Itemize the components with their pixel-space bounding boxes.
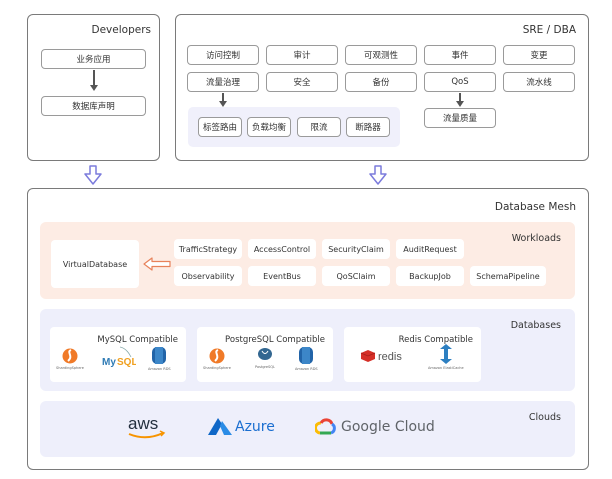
mysql-compatible-title: MySQL Compatible xyxy=(97,335,178,345)
traffic-arrow-line xyxy=(222,93,224,103)
azure-label: Azure xyxy=(235,419,275,435)
svg-text:My: My xyxy=(102,357,116,368)
sre-item-audit: 审计 xyxy=(266,45,338,65)
svg-text:redis: redis xyxy=(378,351,402,363)
traffic-sub-area: 标签路由 负载均衡 限流 断路器 xyxy=(188,107,400,147)
databases-layer: Databases MySQL Compatible ShardingSpher… xyxy=(40,309,575,391)
workload-schema-pipeline: SchemaPipeline xyxy=(470,266,546,286)
virtual-database-box: VirtualDatabase xyxy=(51,240,139,288)
shardingsphere-logo: ShardingSphere xyxy=(56,348,84,370)
sre-item-pipeline: 流水线 xyxy=(503,72,575,92)
databases-title: Databases xyxy=(510,320,561,331)
svg-text:SQL: SQL xyxy=(117,357,136,368)
sre-item-backup: 备份 xyxy=(345,72,417,92)
amazon-rds-logo: Amazon RDS xyxy=(295,346,318,371)
sre-item-security: 安全 xyxy=(266,72,338,92)
redis-compatible-card: Redis Compatible redis Amazon ElastiCach… xyxy=(344,327,481,382)
shardingsphere-icon xyxy=(209,348,225,364)
sre-item-qos: QoS xyxy=(424,72,496,92)
shardingsphere-caption: ShardingSphere xyxy=(56,366,84,370)
business-app-box: 业务应用 xyxy=(41,49,146,69)
shardingsphere-logo: ShardingSphere xyxy=(203,348,231,370)
developers-to-mesh-arrow xyxy=(84,165,102,185)
sre-item-traffic-governance: 流量治理 xyxy=(187,72,259,92)
redis-compatible-title: Redis Compatible xyxy=(398,335,473,345)
postgresql-compatible-card: PostgreSQL Compatible ShardingSphere Pos… xyxy=(197,327,333,382)
sre-item-event: 事件 xyxy=(424,45,496,65)
redis-wordmark: redis xyxy=(378,351,402,363)
dev-arrow-line xyxy=(93,70,95,86)
clouds-layer: Clouds aws Azure Google Cloud xyxy=(40,401,575,457)
tag-routing-box: 标签路由 xyxy=(198,117,242,137)
rate-limiting-box: 限流 xyxy=(297,117,341,137)
sre-dba-panel: SRE / DBA 访问控制 审计 可观测性 事件 变更 流量治理 安全 备份 … xyxy=(175,14,589,161)
mysql-compatible-card: MySQL Compatible ShardingSphere My SQL A… xyxy=(50,327,186,382)
google-cloud-logo: Google Cloud xyxy=(315,418,435,436)
traffic-arrow-head xyxy=(219,101,227,107)
workloads-to-virtualdb-arrow xyxy=(143,257,171,271)
dev-arrow-head xyxy=(90,85,98,91)
load-balancing-box: 负载均衡 xyxy=(247,117,291,137)
workload-backup-job: BackupJob xyxy=(396,266,464,286)
amazon-rds-caption: Amazon RDS xyxy=(148,367,171,371)
database-declaration-box: 数据库声明 xyxy=(41,96,146,116)
workload-security-claim: SecurityClaim xyxy=(322,239,390,259)
shardingsphere-caption: ShardingSphere xyxy=(203,366,231,370)
qos-arrow-line xyxy=(459,93,461,103)
azure-logo: Azure xyxy=(208,418,275,436)
circuit-breaker-box: 断路器 xyxy=(346,117,390,137)
sre-item-observability: 可观测性 xyxy=(345,45,417,65)
amazon-elasticache-icon xyxy=(439,344,452,364)
amazon-rds-logo: Amazon RDS xyxy=(148,346,171,371)
database-mesh-title: Database Mesh xyxy=(494,201,576,213)
sre-item-access-control: 访问控制 xyxy=(187,45,259,65)
sre-dba-title: SRE / DBA xyxy=(522,24,576,36)
redis-icon xyxy=(360,350,376,362)
traffic-quality-box: 流量质量 xyxy=(424,108,496,128)
mysql-logo: My SQL xyxy=(102,345,136,369)
workload-qos-claim: QoSClaim xyxy=(322,266,390,286)
google-cloud-label: Google Cloud xyxy=(341,419,435,435)
workloads-layer: Workloads VirtualDatabase TrafficStrateg… xyxy=(40,222,575,299)
workload-access-control: AccessControl xyxy=(248,239,316,259)
clouds-title: Clouds xyxy=(528,412,561,423)
sre-to-mesh-arrow xyxy=(369,165,387,185)
database-mesh-panel: Database Mesh Workloads VirtualDatabase … xyxy=(27,188,589,470)
workloads-title: Workloads xyxy=(511,233,561,244)
amazon-rds-icon xyxy=(299,347,314,364)
developers-title: Developers xyxy=(91,24,151,36)
postgresql-logo: PostgreSQL xyxy=(255,347,275,369)
postgresql-compatible-title: PostgreSQL Compatible xyxy=(225,335,325,345)
workload-event-bus: EventBus xyxy=(248,266,316,286)
amazon-rds-caption: Amazon RDS xyxy=(295,367,318,371)
google-cloud-icon xyxy=(315,418,336,435)
workload-observability: Observability xyxy=(174,266,242,286)
shardingsphere-icon xyxy=(62,348,78,364)
qos-arrow-head xyxy=(456,101,464,107)
workload-audit-request: AuditRequest xyxy=(396,239,464,259)
aws-icon: aws xyxy=(128,414,166,439)
postgresql-caption: PostgreSQL xyxy=(255,365,275,369)
redis-logo: redis xyxy=(360,349,406,363)
developers-panel: Developers 业务应用 数据库声明 xyxy=(27,14,160,161)
azure-icon xyxy=(208,418,232,435)
amazon-rds-icon xyxy=(152,347,167,364)
workload-traffic-strategy: TrafficStrategy xyxy=(174,239,242,259)
svg-text:aws: aws xyxy=(128,414,158,433)
sre-item-change: 变更 xyxy=(503,45,575,65)
amazon-elasticache-caption: Amazon ElastiCache xyxy=(428,366,464,370)
postgresql-icon xyxy=(258,348,272,360)
amazon-elasticache-logo: Amazon ElastiCache xyxy=(428,344,464,370)
mysql-icon: My SQL xyxy=(102,346,136,368)
aws-logo: aws xyxy=(126,412,168,446)
